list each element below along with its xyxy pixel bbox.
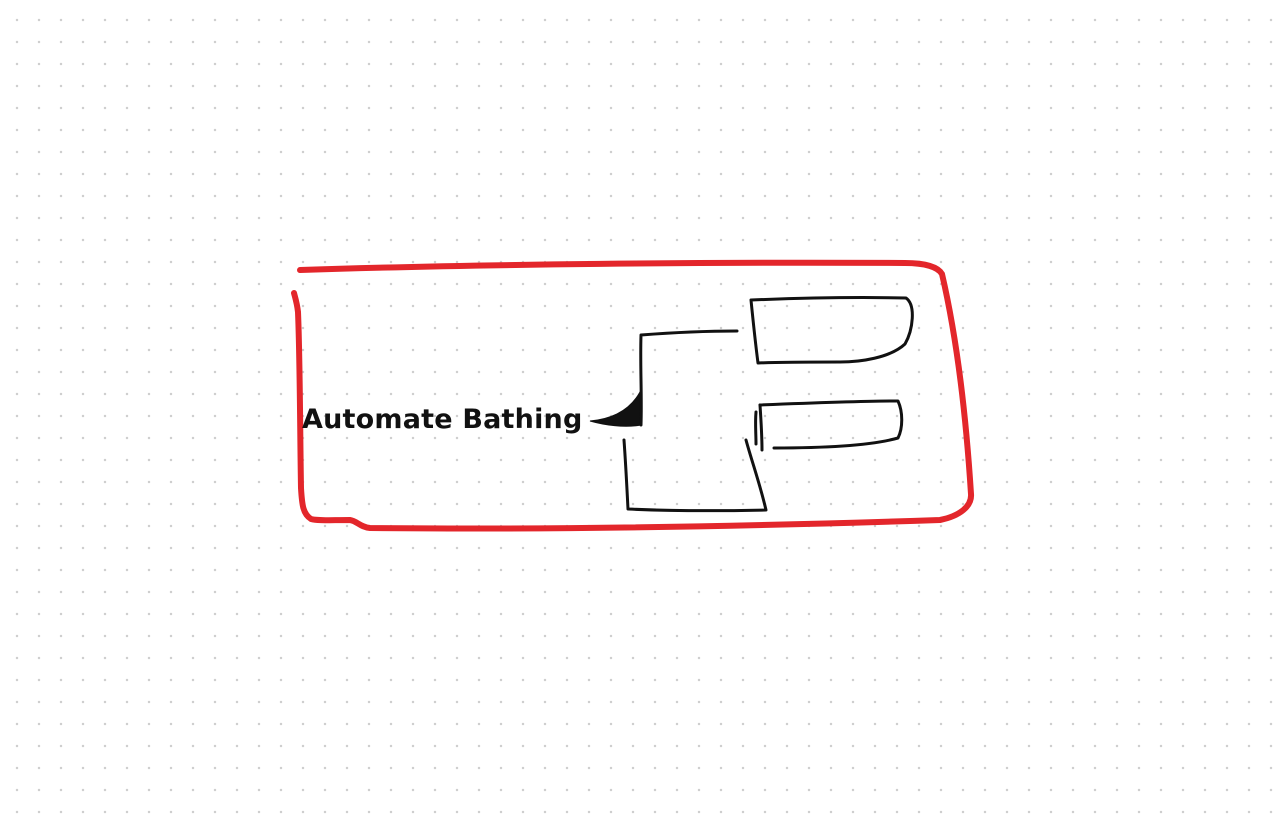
branch-node-2-outline <box>758 399 904 450</box>
branch-node-2[interactable] <box>754 399 904 452</box>
root-node-label[interactable]: Automate Bathing <box>302 404 582 435</box>
branch-node-1-outline <box>749 296 914 365</box>
branch-node-1[interactable] <box>749 296 914 365</box>
bracket-lower-arm <box>622 438 768 513</box>
bracket-upper-arm <box>639 329 739 427</box>
root-connector <box>589 390 642 427</box>
red-enclosing-frame[interactable] <box>291 259 974 532</box>
branch-node-2-left-edge <box>758 403 764 452</box>
